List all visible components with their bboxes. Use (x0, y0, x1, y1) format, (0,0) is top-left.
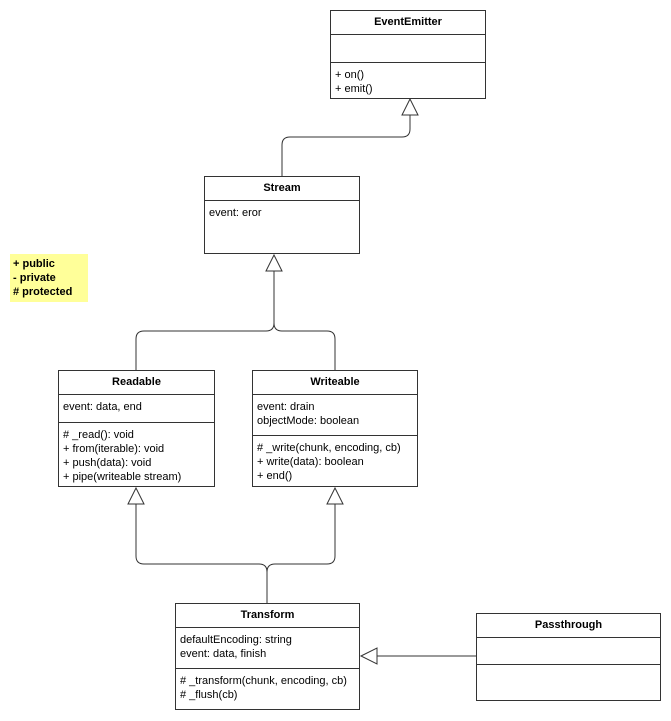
attribute: event: data, finish (180, 648, 267, 660)
class-name: EventEmitter (331, 11, 485, 35)
class-name: Transform (176, 604, 359, 628)
edge-stream-eventemitter (281, 115, 411, 176)
class-stream[interactable]: Stream event: eror (204, 176, 360, 254)
edge-transform-writeable (266, 504, 336, 573)
class-writeable[interactable]: Writeable event: drain objectMode: boole… (252, 370, 418, 487)
method: + end() (257, 470, 293, 482)
inheritance-arrowhead-writeable (326, 486, 344, 505)
method: + write(data): boolean (257, 456, 364, 468)
attributes-section (331, 35, 485, 63)
class-name: Stream (205, 177, 359, 201)
class-name: Readable (59, 371, 214, 395)
method: # _read(): void (63, 429, 134, 441)
attribute: event: drain (257, 401, 315, 413)
methods-section (477, 665, 660, 700)
method: + pipe(writeable stream) (63, 471, 182, 483)
attribute: defaultEncoding: string (180, 634, 292, 646)
legend-public: + public (13, 258, 55, 270)
attribute: objectMode: boolean (257, 415, 360, 427)
legend-private: - private (13, 272, 56, 284)
methods-section: # _write(chunk, encoding, cb) + write(da… (253, 436, 417, 486)
attributes-section: defaultEncoding: string event: data, fin… (176, 628, 359, 669)
methods-section: # _transform(chunk, encoding, cb) # _flu… (176, 669, 359, 709)
edge-readable-stream (135, 271, 275, 370)
attribute: event: eror (209, 207, 262, 219)
class-name: Passthrough (477, 614, 660, 638)
method: # _transform(chunk, encoding, cb) (180, 675, 347, 687)
method: + emit() (335, 83, 373, 95)
inheritance-arrowhead-readable (127, 486, 145, 505)
method: + on() (335, 69, 365, 81)
method: # _flush(cb) (180, 689, 238, 701)
method: + push(data): void (63, 457, 152, 469)
inheritance-arrowhead-stream (265, 253, 283, 272)
class-readable[interactable]: Readable event: data, end # _read(): voi… (58, 370, 215, 487)
visibility-legend: + public - private # protected (10, 254, 88, 302)
attribute: event: data, end (63, 401, 142, 413)
class-eventemitter[interactable]: EventEmitter + on() + emit() (330, 10, 486, 99)
methods-section: + on() + emit() (331, 63, 485, 98)
method: + from(iterable): void (63, 443, 165, 455)
class-name: Writeable (253, 371, 417, 395)
attributes-section: event: data, end (59, 395, 214, 423)
attributes-section: event: drain objectMode: boolean (253, 395, 417, 436)
inheritance-arrowhead-transform (359, 647, 378, 665)
class-transform[interactable]: Transform defaultEncoding: string event:… (175, 603, 360, 710)
legend-protected: # protected (13, 286, 73, 298)
method: # _write(chunk, encoding, cb) (257, 442, 401, 454)
inheritance-arrowhead-eventemitter (401, 97, 419, 116)
methods-section: # _read(): void + from(iterable): void +… (59, 423, 214, 486)
edge-transform-readable (135, 504, 268, 603)
class-passthrough[interactable]: Passthrough (476, 613, 661, 701)
attributes-section (477, 638, 660, 665)
edge-writeable-stream (273, 322, 336, 370)
attributes-section: event: eror (205, 201, 359, 253)
